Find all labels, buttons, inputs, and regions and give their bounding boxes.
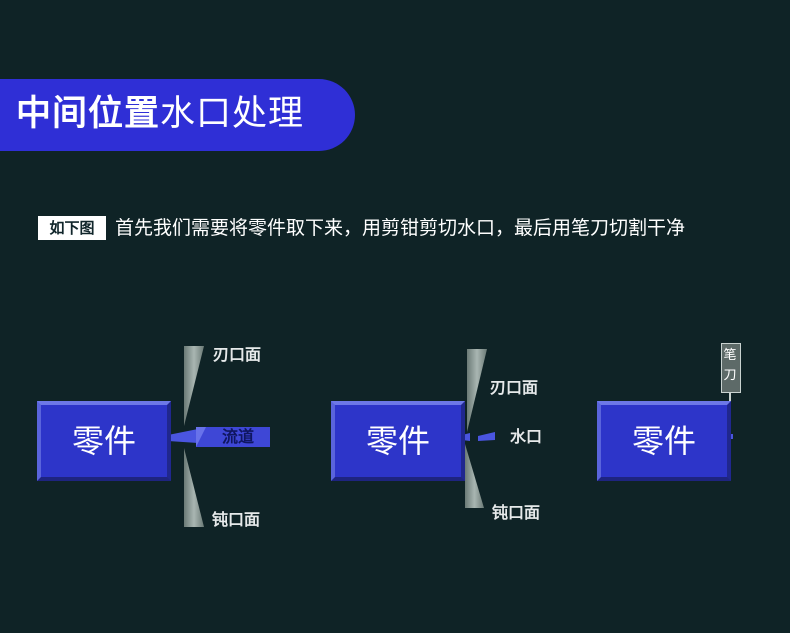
blunt-face-label-2: 钝口面 — [492, 503, 541, 522]
blunt-face-label-1: 钝口面 — [212, 510, 261, 529]
cutter-blade-top-1 — [184, 346, 204, 426]
title-bold: 中间位置 — [16, 94, 161, 134]
cutter-blade-bottom-2 — [465, 444, 484, 508]
edge-face-label-1: 刃口面 — [213, 345, 262, 364]
gate-stub-2 — [478, 432, 495, 441]
part-block-1: 零件 — [37, 401, 171, 481]
runner-1 — [196, 427, 270, 447]
title-banner: 中间位置水口处理 — [0, 79, 355, 151]
caption-text: 首先我们需要将零件取下来，用剪钳剪切水口，最后用笔刀切割干净 — [115, 217, 686, 239]
runner-label: 流道 — [222, 427, 255, 446]
edge-face-label-2: 刃口面 — [490, 378, 539, 397]
cutter-blade-bottom-1 — [184, 448, 204, 527]
page-title: 中间位置水口处理 — [16, 91, 304, 137]
runner-end-1 — [196, 427, 206, 447]
part-block-3: 零件 — [597, 401, 731, 481]
part-block-2: 零件 — [331, 401, 465, 481]
hobby-knife-handle — [721, 343, 741, 393]
cutter-blade-top-2 — [467, 349, 487, 432]
hobby-knife-label: 笔刀 — [723, 348, 737, 383]
gate-1 — [168, 429, 198, 443]
caption-tag: 如下图 — [38, 216, 106, 240]
gate-label: 水口 — [510, 427, 543, 446]
title-regular: 水口处理 — [160, 94, 305, 134]
